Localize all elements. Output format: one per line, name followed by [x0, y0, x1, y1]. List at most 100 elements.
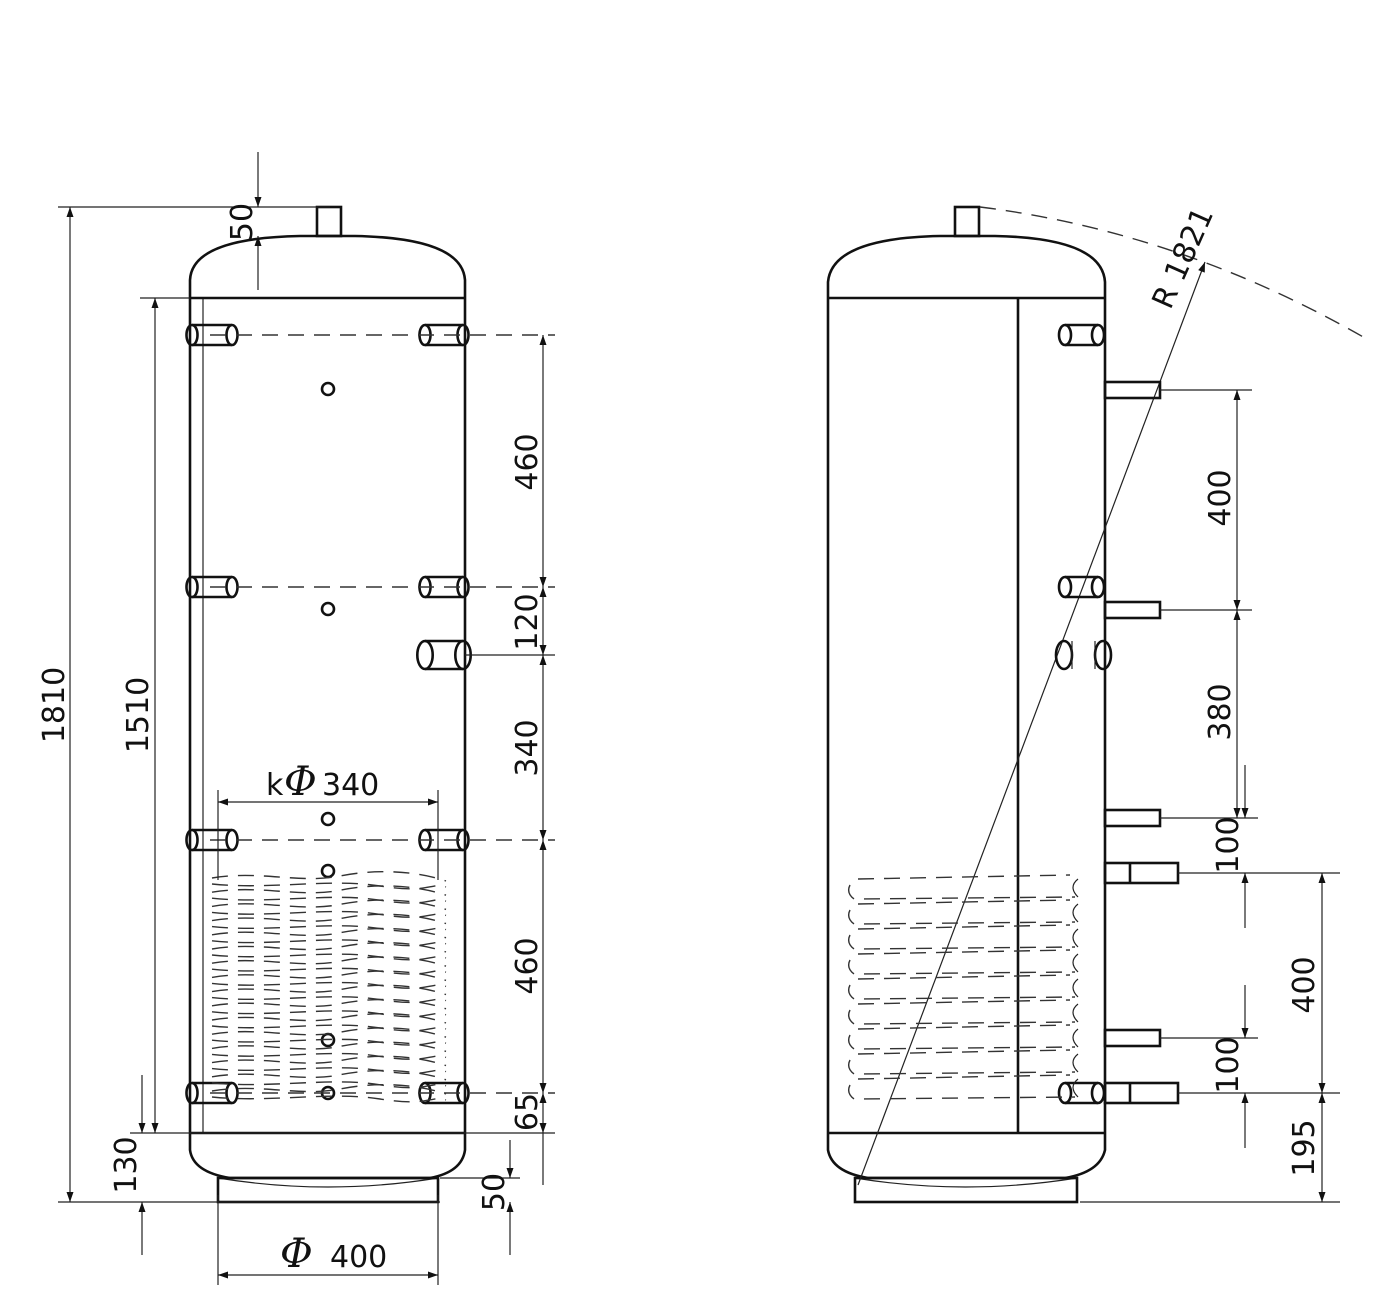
front-ports: [185, 323, 472, 1105]
side-coil-bend: [1072, 903, 1079, 923]
coil-turn-back: [211, 925, 447, 933]
coil-turn-back: [211, 896, 447, 904]
coil-turn-back: [211, 1067, 447, 1075]
dim-side-short: 100: [1211, 816, 1246, 873]
dim-bottom-port-offset: 65: [510, 1093, 545, 1131]
side-stub-4: [1103, 1028, 1162, 1048]
coil-turn: [211, 1041, 447, 1053]
side-coil-turn: [847, 909, 1076, 925]
dim-base-ring-height: 50: [477, 1173, 512, 1211]
base-diameter-symbol: Φ: [280, 1231, 313, 1277]
dim-side-mid: 380: [1203, 683, 1238, 740]
side-coil-turn-back: [857, 1074, 1071, 1080]
coil-turn: [211, 998, 447, 1010]
coil-turn-back: [211, 1010, 447, 1018]
side-port-2: [1057, 575, 1106, 599]
dim-port-spacing-upper: 460: [510, 433, 545, 490]
coil-turn-back: [211, 996, 447, 1004]
side-coil-turn-back: [857, 1049, 1071, 1055]
side-coil-turn: [847, 1034, 1076, 1050]
front-coil: [211, 870, 447, 1103]
side-coil-turn: [847, 959, 1076, 975]
front-tank-outline: [188, 205, 467, 1204]
side-coil-turn: [847, 934, 1076, 950]
side-large-port: [1054, 639, 1113, 671]
side-coil-turn: [847, 1059, 1076, 1075]
side-coil-turn-back: [857, 924, 1071, 930]
side-coil-bend: [1072, 978, 1079, 998]
dim-coil-lower: 100: [1211, 1036, 1246, 1093]
coil-connection-1: [1103, 861, 1180, 885]
coil-turn-back: [211, 882, 447, 890]
side-port-1: [1057, 323, 1106, 347]
dim-top-nozzle: 50: [225, 203, 260, 241]
side-coil-turn-back: [857, 1024, 1071, 1030]
coil-turn-back: [211, 967, 447, 975]
coil-diameter-symbol: Φ: [284, 759, 317, 805]
side-coil-turn-back: [857, 949, 1071, 955]
coil-turn-back: [211, 1081, 447, 1089]
side-coil-turn: [847, 984, 1076, 1000]
side-coil-turn: [847, 884, 1076, 900]
tilt-radius-label: R 1821: [1146, 202, 1221, 314]
coil-turn: [211, 1083, 447, 1095]
side-coil-bend: [1072, 1078, 1079, 1098]
side-ports: [1054, 323, 1180, 1105]
front-view: 50 1810 1510 460 120 340 460 65 130 50 k…: [37, 152, 555, 1285]
sensor-port-4: [320, 863, 336, 879]
coil-diameter-prefix: k: [266, 768, 284, 803]
side-coil-bend: [1072, 928, 1079, 948]
side-stub-1: [1103, 380, 1162, 400]
side-coil-turn-back: [857, 974, 1071, 980]
coil-turn-back: [211, 910, 447, 918]
coil-turn: [211, 927, 447, 939]
side-coil-turn: [847, 1084, 1076, 1100]
coil-turn: [211, 899, 447, 911]
dim-base-height: 130: [109, 1136, 144, 1193]
dim-port-spacing-mid: 120: [510, 593, 545, 650]
coil-turn-back: [211, 1038, 447, 1046]
dim-port-spacing-center: 340: [510, 719, 545, 776]
side-coil-turn-back: [857, 899, 1071, 905]
side-coil-turn: [847, 1009, 1076, 1025]
side-coil-bend: [1072, 1003, 1079, 1023]
side-coil-bend: [1072, 953, 1079, 973]
coil-turn-back: [211, 1095, 447, 1103]
coil-turn: [211, 885, 447, 896]
sensor-port-1: [320, 381, 336, 397]
coil-turn: [211, 1069, 447, 1081]
coil-turn-back: [211, 939, 447, 947]
coil-connection-2: [1103, 1081, 1180, 1105]
coil-turn: [211, 984, 447, 996]
coil-turn: [211, 870, 447, 882]
dim-overall-height: 1810: [37, 667, 72, 743]
side-coil-bend: [1072, 878, 1079, 898]
tilt-radius-line: [857, 261, 1206, 1186]
coil-turn-back: [211, 1024, 447, 1032]
coil-turn: [211, 1027, 447, 1038]
dim-coil-span: 400: [1287, 956, 1322, 1013]
coil-turn: [211, 1012, 447, 1024]
coil-turn-back: [211, 981, 447, 989]
side-coil: [847, 874, 1079, 1100]
side-coil-turn-back: [857, 874, 1071, 880]
coil-turn: [211, 913, 447, 925]
dim-body-height: 1510: [121, 677, 156, 753]
side-view: R 1821 400 380 100 400 100 195: [826, 202, 1366, 1204]
side-tank-outline: [826, 205, 1107, 1204]
tilt-radius-arc: [979, 206, 1366, 339]
dim-bottom-offset: 195: [1287, 1119, 1322, 1176]
coil-diameter-value: 340: [322, 768, 379, 803]
side-coil-bend: [1072, 1053, 1079, 1073]
coil-turn: [211, 941, 447, 953]
side-stub-3: [1103, 808, 1162, 828]
side-coil-bend: [1072, 1028, 1079, 1048]
side-port-3: [1057, 1081, 1106, 1105]
coil-turn: [211, 1055, 447, 1067]
coil-turn: [211, 956, 447, 967]
coil-turn-back: [211, 953, 447, 961]
large-port: [415, 639, 472, 671]
base-diameter-value: 400: [330, 1240, 387, 1275]
side-stub-2: [1103, 600, 1162, 620]
